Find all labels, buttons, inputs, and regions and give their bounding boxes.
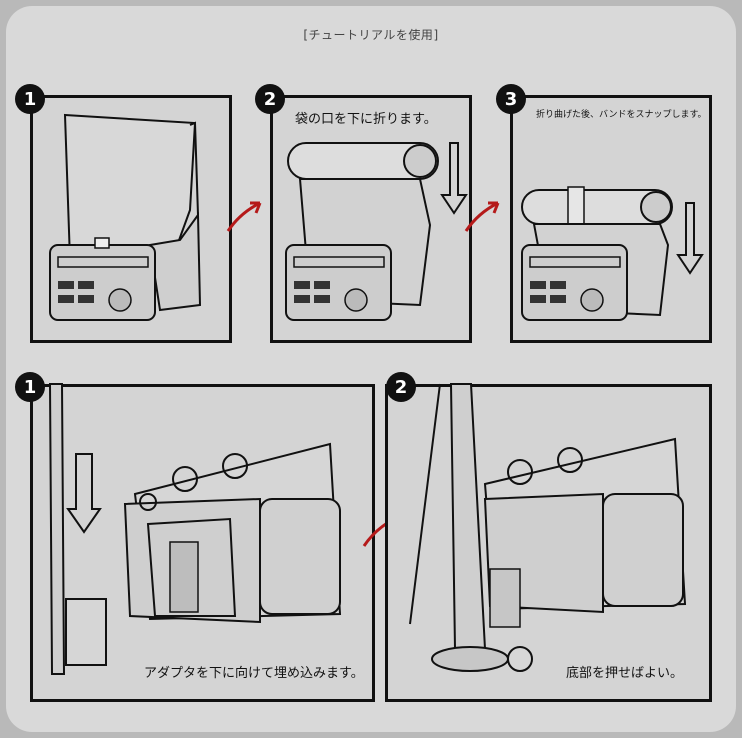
page-title: [チュートリアルを使用] — [303, 28, 439, 42]
step-badge-top-2: 2 — [255, 84, 285, 114]
step-caption-top-2: 袋の口を下に折ります。 — [295, 112, 437, 127]
step-caption-top-3: 折り曲げた後、バンドをスナップします。 — [536, 110, 707, 120]
adapter-press-illustration — [409, 383, 687, 672]
step-caption-bottom-2: 底部を押せばよい。 — [566, 666, 684, 681]
bag-illustration-upright — [49, 113, 202, 321]
bag-illustration-folded — [285, 142, 468, 321]
red-arrow-icon — [226, 201, 262, 232]
step-badge-bottom-2: 2 — [386, 372, 416, 402]
step-caption-bottom-1: アダプタを下に向けて埋め込みます。 — [144, 666, 364, 681]
red-arrow-icon — [464, 201, 500, 232]
step-badge-bottom-1: 1 — [15, 372, 45, 402]
step-badge-top-1: 1 — [15, 84, 45, 114]
adapter-insert-illustration — [48, 383, 342, 675]
bag-illustration-strapped — [521, 186, 704, 321]
step-badge-top-3: 3 — [496, 84, 526, 114]
